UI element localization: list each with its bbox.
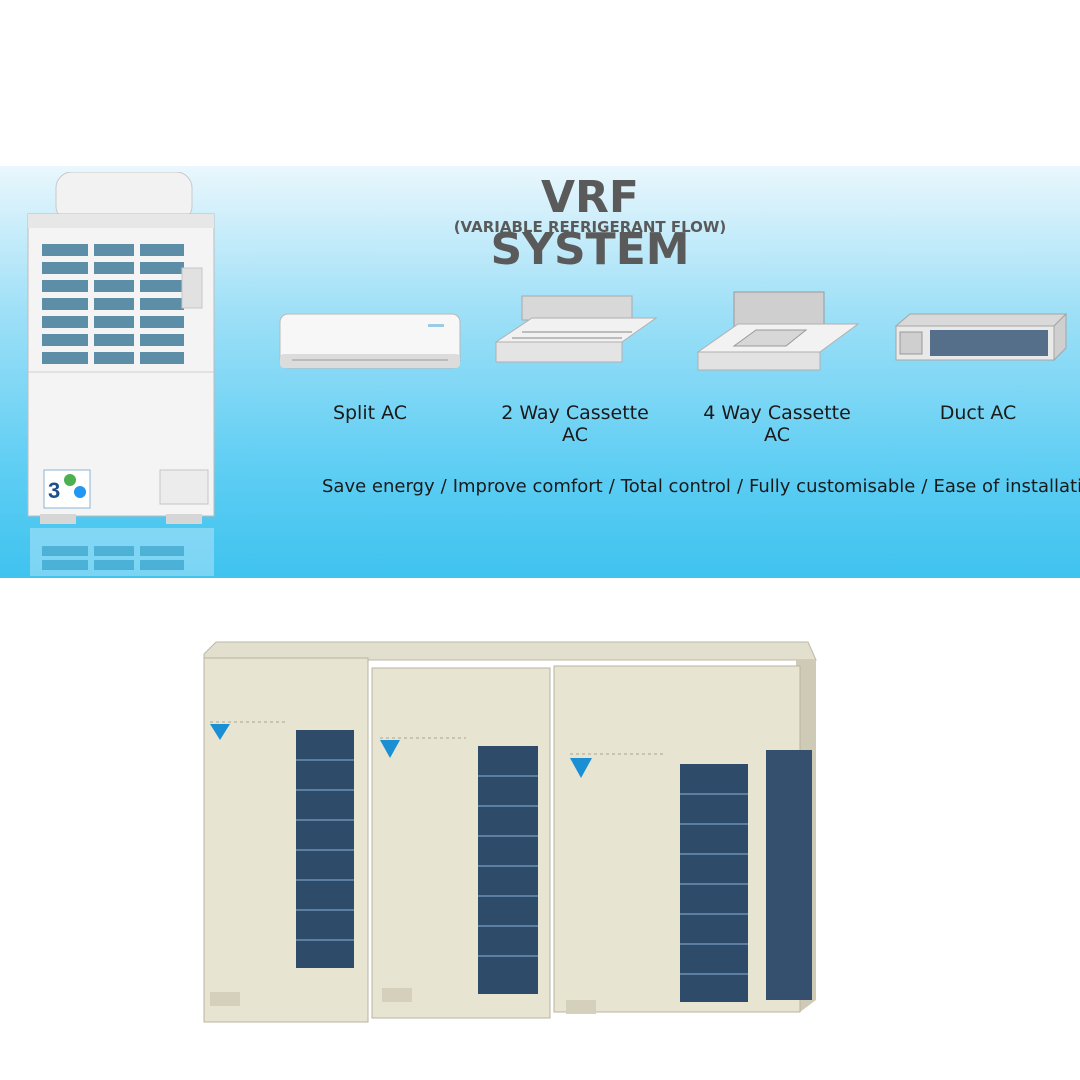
benefits-line: Save energy/Improve comfort/Total contro… xyxy=(322,476,1080,497)
benefit-separator: / xyxy=(608,476,615,497)
benefit-separator: / xyxy=(921,476,928,497)
split-ac-icon xyxy=(279,313,461,369)
badge-number: 3 xyxy=(48,478,60,503)
benefit-ease-of-installation: Ease of installation xyxy=(933,476,1080,497)
benefit-improve-comfort: Improve comfort xyxy=(452,476,603,497)
page-title: VRF SYSTEM xyxy=(490,172,690,275)
duct-ac-icon xyxy=(894,312,1068,362)
four-way-cassette-icon xyxy=(696,291,860,371)
benefit-save-energy: Save energy xyxy=(322,476,435,497)
page-subtitle: (VARIABLE REFRIGERANT FLOW) xyxy=(453,218,727,236)
benefit-total-control: Total control xyxy=(620,476,731,497)
vrf-banner: 3 VRF SYSTEM (VARIABLE REFRIGERANT FLOW)… xyxy=(0,166,1080,578)
benefit-fully-customisable: Fully customisable xyxy=(749,476,916,497)
vrf-outdoor-unit-icon: 3 xyxy=(27,172,215,576)
two-way-cassette-icon xyxy=(494,295,658,363)
four-way-cassette-label: 4 Way Cassette AC xyxy=(703,402,851,446)
daikin-vrv-outdoor-units-icon xyxy=(203,641,817,1023)
duct-ac-label: Duct AC xyxy=(939,402,1017,424)
split-ac-label: Split AC xyxy=(332,402,408,424)
benefit-separator: / xyxy=(736,476,744,497)
two-way-cassette-label: 2 Way Cassette AC xyxy=(501,402,649,446)
benefit-separator: / xyxy=(440,476,447,497)
